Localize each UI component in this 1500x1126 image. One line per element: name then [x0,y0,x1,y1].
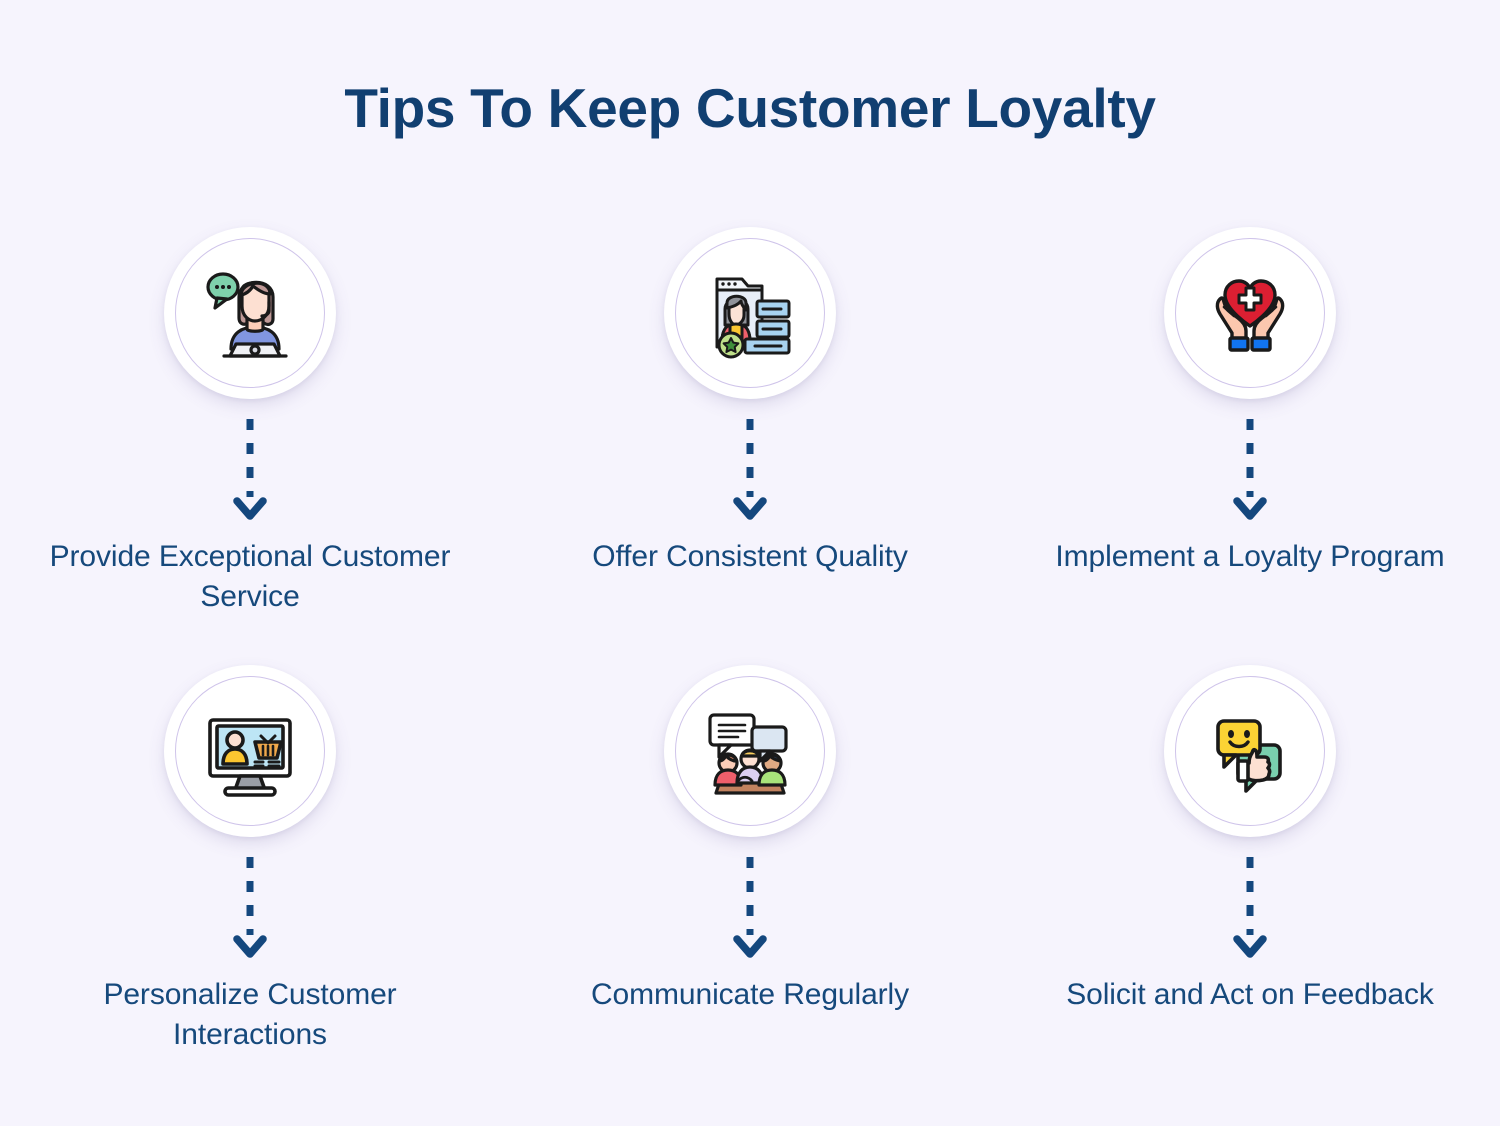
tip-label-4: Personalize Customer Interactions [103,978,397,1051]
dashed-down-arrow [730,853,770,965]
tip-label-5: Communicate Regularly [590,978,910,1011]
badge-ring [1175,238,1325,388]
profile-document-quality-badge-icon [664,227,836,399]
tip-badge-4 [164,665,336,837]
monitor-shopping-user-icon [164,665,336,837]
dashed-down-arrow [730,415,770,527]
tip-badge-6 [1164,665,1336,837]
tip-label-1: Provide Exceptional Customer Service [49,540,451,613]
badge-ring [675,238,825,388]
tip-item-2: Offer Consistent Quality [500,205,1000,643]
dashed-down-arrow [230,853,270,965]
tip-badge-2 [664,227,836,399]
badge-ring [175,238,325,388]
page-title: Tips To Keep Customer Loyalty [344,77,1156,139]
badge-ring [675,676,825,826]
dashed-down-arrow [1230,415,1270,527]
tip-item-3: Implement a Loyalty Program [1000,205,1500,643]
tip-item-1: Provide Exceptional Customer Service [0,205,500,643]
headset-support-agent-icon [164,227,336,399]
tip-item-5: Communicate Regularly [500,643,1000,1081]
tip-label-3: Implement a Loyalty Program [1055,540,1445,573]
smiley-thumbs-up-bubbles-icon [1164,665,1336,837]
dashed-down-arrow [230,415,270,527]
tip-item-6: Solicit and Act on Feedback [1000,643,1500,1081]
tip-label-2: Offer Consistent Quality [592,540,908,573]
tip-badge-5 [664,665,836,837]
tip-badge-3 [1164,227,1336,399]
badge-ring [175,676,325,826]
tip-item-4: Personalize Customer Interactions [0,643,500,1081]
dashed-down-arrow [1230,853,1270,965]
group-meeting-speech-bubbles-icon [664,665,836,837]
badge-ring [1175,676,1325,826]
tip-label-6: Solicit and Act on Feedback [1066,978,1434,1011]
hands-holding-heart-icon [1164,227,1336,399]
tips-grid: Provide Exceptional Customer Service [0,205,1500,1081]
tip-badge-1 [164,227,336,399]
